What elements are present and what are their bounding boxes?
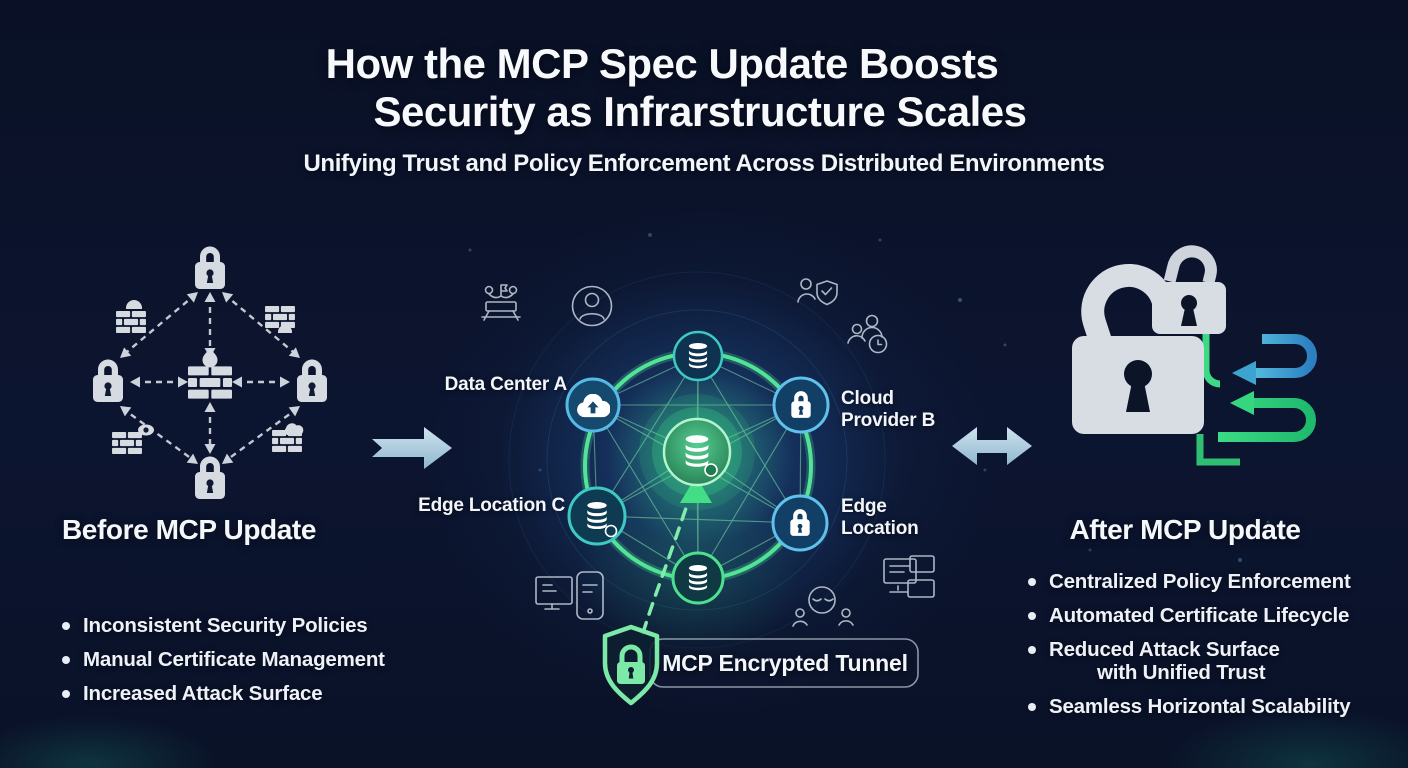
list-item: Centralized Policy Enforcement	[1028, 570, 1351, 593]
green-connector-top	[1202, 332, 1221, 388]
background-dots	[468, 233, 1270, 562]
firewall-nw-icon	[116, 300, 146, 333]
bullet-text: Inconsistent Security Policies	[83, 614, 368, 637]
dashed-connection-lines	[121, 293, 299, 463]
avatar-circle-icon	[571, 285, 613, 327]
firewall-se-icon	[272, 423, 304, 452]
list-item: Automated Certificate Lifecycle	[1028, 604, 1351, 627]
bullet-dot	[1028, 703, 1036, 711]
monitor-phone-icon	[535, 571, 604, 620]
bullet-text: Increased Attack Surface	[83, 682, 323, 705]
transition-arrow-right	[952, 427, 1032, 465]
label-cloud-provider-b: Cloud Provider B	[841, 388, 935, 431]
monitors-icon	[883, 555, 935, 598]
encrypted-tunnel-dashed-path	[641, 503, 689, 635]
list-item: Increased Attack Surface	[62, 682, 385, 705]
tunnel-label: MCP Encrypted Tunnel	[662, 650, 908, 676]
label-line: Cloud	[841, 388, 894, 409]
bullet-line: Reduced Attack Surface	[1049, 638, 1280, 661]
transition-arrow-left	[372, 427, 452, 469]
bullet-dot	[1028, 578, 1036, 586]
label-line: Edge	[841, 496, 887, 517]
bullet-dot	[1028, 646, 1036, 654]
node-edge-location	[771, 494, 829, 552]
bullet-dot	[62, 622, 70, 630]
tunnel-arrowhead-icon	[680, 476, 712, 503]
page-subtitle: Unifying Trust and Policy Enforcement Ac…	[303, 150, 1105, 177]
sync-badge-icon	[604, 524, 618, 538]
node-top-database	[672, 330, 724, 382]
node-center-mcp-hub	[639, 394, 755, 510]
firewall-center-icon	[188, 348, 232, 399]
before-heading: Before MCP Update	[61, 514, 317, 545]
page-title: How the MCP Spec Update Boosts Security …	[0, 40, 1408, 136]
title-line-1: How the MCP Spec Update Boosts	[325, 40, 999, 87]
orbit-ring-inner	[546, 309, 848, 611]
node-bottom-database	[671, 551, 725, 605]
handshake-table-icon	[481, 284, 521, 321]
list-item: Seamless Horizontal Scalability	[1028, 695, 1351, 718]
bullet-text: Automated Certificate Lifecycle	[1049, 604, 1350, 627]
person-desk-icon	[792, 586, 854, 627]
firewall-sw-icon	[112, 424, 154, 454]
orbit-ring-outer	[508, 271, 886, 649]
bullet-dot	[62, 656, 70, 664]
bullet-dot	[1028, 612, 1036, 620]
firewall-ne-icon	[265, 306, 295, 333]
padlock-icon-left	[93, 359, 123, 402]
title-line-2: Security as Infrarstructure Scales	[373, 88, 1028, 135]
person-shield-icon	[797, 278, 838, 306]
padlock-icon-top	[195, 246, 225, 289]
after-heading: After MCP Update	[1069, 514, 1301, 545]
bullet-dot	[62, 690, 70, 698]
people-badge-icon	[847, 314, 888, 354]
u-turn-arrow-green-icon	[1218, 391, 1316, 442]
before-diagram	[93, 246, 327, 499]
before-bullet-list: Inconsistent Security Policies Manual Ce…	[62, 614, 385, 716]
list-item: Manual Certificate Management	[62, 648, 385, 671]
label-line: Provider B	[841, 409, 936, 431]
node-edge-location-c	[567, 486, 627, 546]
bullet-line-2: with Unified Trust	[1097, 661, 1266, 684]
open-padlock-icon	[1072, 263, 1204, 434]
label-edge-location: Edge Location	[841, 496, 919, 539]
after-graphic	[1072, 245, 1317, 466]
label-edge-location-c: Edge Location C	[418, 495, 565, 516]
u-turn-arrow-blue-icon	[1232, 334, 1317, 385]
lock-badge-icon	[704, 463, 718, 477]
after-bullet-list: Centralized Policy Enforcement Automated…	[1028, 570, 1351, 729]
shield-lock-icon	[605, 627, 657, 703]
label-data-center-a: Data Center A	[444, 374, 568, 395]
bullet-text: Manual Certificate Management	[83, 648, 385, 671]
bullet-text: Seamless Horizontal Scalability	[1049, 695, 1351, 718]
green-connector-bottom	[1196, 434, 1240, 466]
list-item: Inconsistent Security Policies	[62, 614, 385, 637]
label-line: Location	[841, 517, 919, 539]
node-data-center-a	[565, 377, 621, 433]
padlock-icon-right	[297, 359, 327, 402]
bullet-text: Centralized Policy Enforcement	[1049, 570, 1351, 593]
padlock-icon-bottom	[195, 456, 225, 499]
node-cloud-provider-b	[772, 376, 830, 434]
mesh-network	[481, 271, 935, 703]
